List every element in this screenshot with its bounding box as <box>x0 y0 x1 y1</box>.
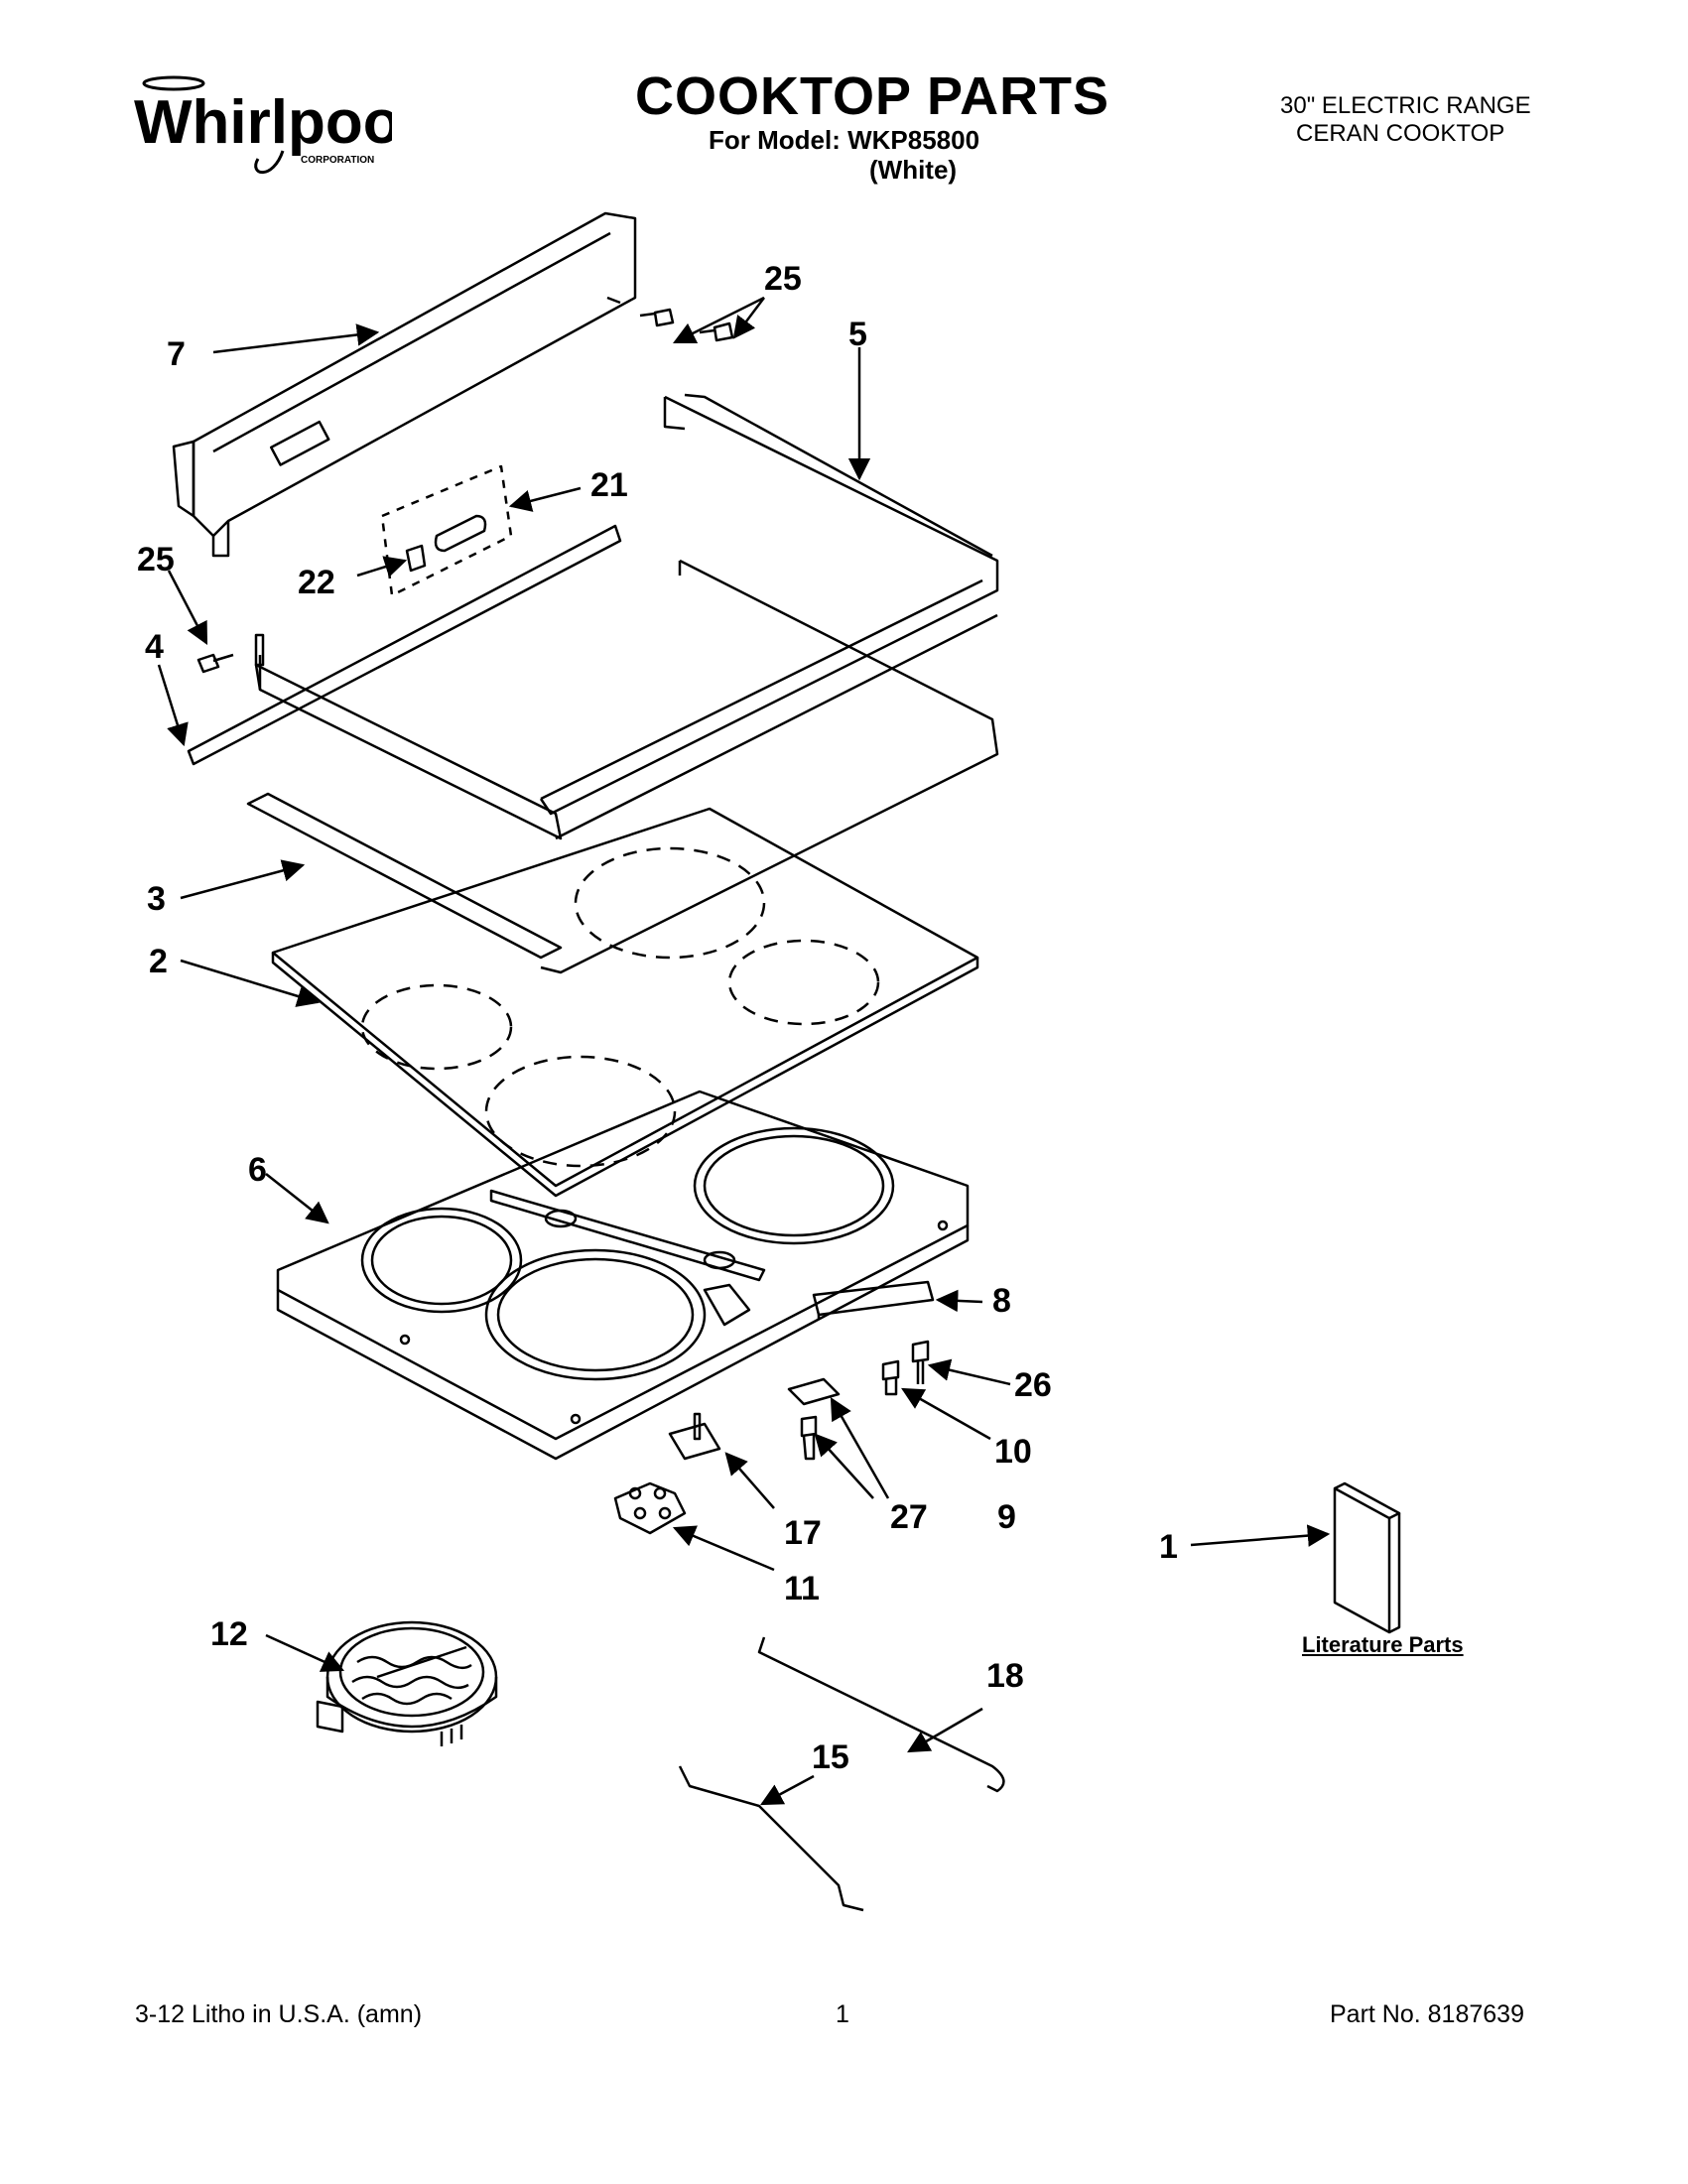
callout-25-left: 25 <box>137 541 175 578</box>
product-line-1: 30" ELECTRIC RANGE <box>1280 92 1531 119</box>
callout-27: 27 <box>890 1498 928 1536</box>
callout-26: 26 <box>1014 1366 1052 1404</box>
bracket-17 <box>668 1412 721 1461</box>
callout-25-top: 25 <box>764 260 802 298</box>
brand-sub: CORPORATION <box>301 155 374 166</box>
callout-12: 12 <box>210 1615 248 1653</box>
callout-2: 2 <box>149 943 168 980</box>
screw-26 <box>911 1340 930 1384</box>
callout-1: 1 <box>1159 1528 1178 1566</box>
product-line-2: CERAN COOKTOP <box>1296 120 1505 147</box>
trim-frame-front <box>254 613 998 840</box>
callout-18: 18 <box>986 1657 1024 1695</box>
callout-8: 8 <box>992 1282 1011 1320</box>
callout-10: 10 <box>994 1433 1032 1471</box>
literature-parts-label: Literature Parts <box>1302 1632 1464 1657</box>
callout-4: 4 <box>145 628 164 666</box>
brand-logo: Whirlpool CORPORATION <box>134 71 418 181</box>
callout-15: 15 <box>812 1738 849 1776</box>
callout-6: 6 <box>248 1151 267 1189</box>
radiant-element-12 <box>316 1620 498 1746</box>
bracket-8 <box>812 1280 935 1320</box>
screw-25-top-a <box>639 308 675 327</box>
terminal-block-11 <box>613 1481 687 1535</box>
front-trim-strip <box>246 792 563 960</box>
model-color: (White) <box>869 155 958 185</box>
detail-box <box>380 464 513 597</box>
leader-lines <box>157 296 1331 1806</box>
page-title: COOKTOP PARTS <box>635 66 1110 126</box>
footer-page-number: 1 <box>836 2000 849 2028</box>
lamp-socket-22 <box>405 544 427 573</box>
lamp-lens-21 <box>434 514 487 553</box>
callout-22: 22 <box>298 564 335 601</box>
wire-18 <box>757 1636 1005 1793</box>
footer-litho: 3-12 Litho in U.S.A. (amn) <box>135 2000 423 2028</box>
backguard-panel <box>172 211 637 558</box>
callout-17: 17 <box>784 1514 822 1552</box>
svg-text:Whirlpool: Whirlpool <box>134 88 392 157</box>
callout-11: 11 <box>784 1570 820 1607</box>
screw-25-top-b <box>699 321 734 342</box>
clip-9 <box>787 1377 841 1406</box>
model-line: For Model: WKP85800 <box>709 125 980 155</box>
callout-21: 21 <box>590 466 628 504</box>
screw-25-left <box>196 653 234 674</box>
screw-27 <box>800 1415 818 1461</box>
screw-10 <box>881 1359 900 1396</box>
callout-5: 5 <box>848 316 867 353</box>
footer-part-number: Part No. 8187639 <box>1330 2000 1524 2028</box>
glass-cooktop <box>271 807 979 1198</box>
side-trim-strip <box>187 524 622 766</box>
callout-3: 3 <box>147 880 166 918</box>
literature-parts <box>1333 1481 1401 1634</box>
callout-7: 7 <box>167 335 186 373</box>
callout-9: 9 <box>997 1498 1016 1536</box>
wire-15 <box>678 1765 864 1912</box>
whirlpool-logo-icon: Whirlpool CORPORATION <box>134 75 418 175</box>
burner-box <box>276 1090 970 1461</box>
